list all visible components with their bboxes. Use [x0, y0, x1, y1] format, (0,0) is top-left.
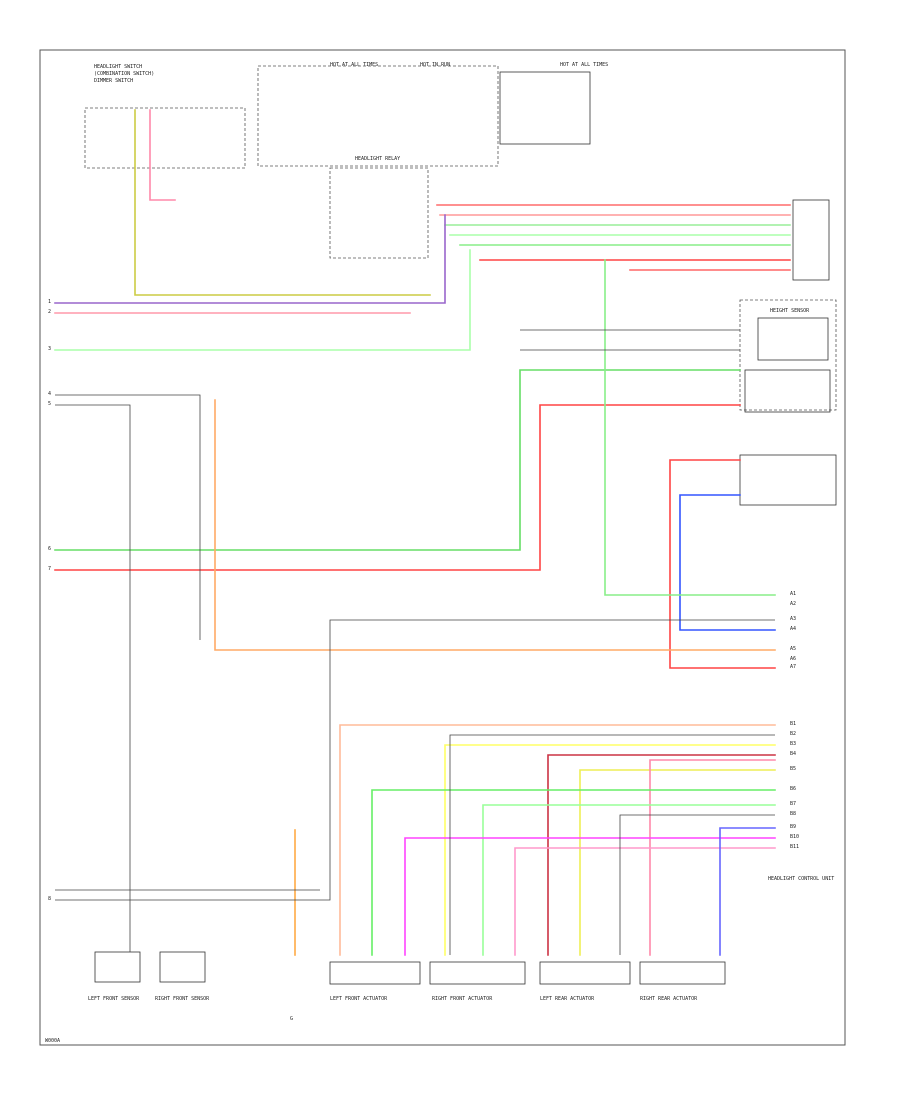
right-pin: B1: [790, 721, 796, 727]
right-pin: A5: [790, 646, 796, 652]
wire-gray-2: [55, 619, 775, 901]
sensor-group-box: [739, 299, 837, 411]
wire-darkred: [547, 754, 776, 956]
sensor-box-2: [744, 369, 831, 413]
wire-gray-5: [619, 814, 775, 955]
left-pin: 7: [48, 566, 51, 572]
height-sensor-box: [757, 317, 829, 361]
footer-code: W000A: [45, 1038, 60, 1044]
actuator-label-4: RIGHT REAR ACTUATOR: [640, 996, 698, 1002]
wire-green-6: [371, 789, 776, 956]
right-pin: B3: [790, 741, 796, 747]
wire-gray-4: [449, 734, 775, 955]
wire-pink-3: [149, 109, 176, 201]
right-pin: B6: [790, 786, 796, 792]
fuse-label-2: HOT IN RUN: [420, 62, 450, 68]
left-pin: 1: [48, 299, 51, 305]
actuator-label-1: LEFT FRONT ACTUATOR: [330, 996, 388, 1002]
title-line-3: DIMMER SWITCH: [94, 78, 133, 84]
right-pin: B5: [790, 766, 796, 772]
fuse-box-right: [499, 71, 591, 145]
actuator-box-4: [639, 961, 726, 985]
right-pin: B4: [790, 751, 796, 757]
wire-red-5: [669, 459, 776, 669]
left-sensor-label: LEFT FRONT SENSOR: [88, 996, 140, 1002]
wire-pink-4: [649, 759, 776, 956]
right-pin: A2: [790, 601, 796, 607]
right-pin: A6: [790, 656, 796, 662]
left-pin: 8: [48, 896, 51, 902]
fuse-box: [257, 65, 499, 167]
headlight-relay-label: HEADLIGHT RELAY: [355, 156, 400, 162]
wire-blue: [679, 494, 776, 631]
wire-green-5: [604, 259, 776, 596]
left-pin: 3: [48, 346, 51, 352]
actuator-label-2: RIGHT FRONT ACTUATOR: [432, 996, 493, 1002]
left-pin: 4: [48, 391, 51, 397]
right-connector-pins: A1 A2 A3 A4 A5 A6 A7 B1 B2 B3 B4 B5 B6 B…: [790, 591, 799, 850]
wire-yellow-1: [134, 109, 431, 296]
title-line-2: (COMBINATION SWITCH): [94, 71, 154, 77]
right-pin: B11: [790, 844, 799, 850]
actuator-box-2: [429, 961, 526, 985]
right-pin: A7: [790, 664, 796, 670]
left-pin: 6: [48, 546, 51, 552]
right-pin: A4: [790, 626, 796, 632]
actuator-box-1: [329, 961, 421, 985]
left-connector-pins: 1 2 3 4 5 6 7 8: [48, 299, 51, 902]
right-pin: B9: [790, 824, 796, 830]
wire-magenta: [404, 837, 776, 956]
wire-lightgreen-3: [54, 249, 471, 351]
switch-box: [84, 107, 246, 169]
wire-lightgreen-4: [482, 804, 776, 956]
switch-box-right: [739, 454, 837, 506]
fuse-label-1: HOT AT ALL TIMES: [330, 62, 378, 68]
right-pin: A3: [790, 616, 796, 622]
right-sensor-label: RIGHT FRONT SENSOR: [155, 996, 210, 1002]
wire-gray-1: [55, 394, 201, 640]
right-pin: B10: [790, 834, 799, 840]
fuse-label-3: HOT AT ALL TIMES: [560, 62, 608, 68]
ground-label: G: [290, 1016, 293, 1022]
right-pin: A1: [790, 591, 796, 597]
wire-gray-6: [520, 329, 740, 351]
diagram-frame: [39, 49, 846, 1046]
relay-box: [329, 167, 429, 259]
connector-right-top: [792, 199, 830, 281]
height-sensor-label: HEIGHT SENSOR: [770, 308, 810, 314]
right-pin: B7: [790, 801, 796, 807]
wire-red-4: [54, 404, 741, 571]
wire-yellow-3: [579, 769, 776, 956]
wire-yellow-2: [444, 744, 776, 956]
wire-green-4: [54, 369, 741, 551]
left-pin: 2: [48, 309, 51, 315]
wire-blue-2: [719, 827, 776, 956]
actuator-label-3: LEFT REAR ACTUATOR: [540, 996, 595, 1002]
wire-orange-1: [214, 399, 776, 651]
right-pin: B2: [790, 731, 796, 737]
wire-purple: [54, 214, 446, 304]
wire-black-1: [55, 404, 131, 952]
right-sensor-box: [159, 951, 206, 983]
right-pin: B8: [790, 811, 796, 817]
actuator-box-3: [539, 961, 631, 985]
left-pin: 5: [48, 401, 51, 407]
wire-peach: [339, 724, 776, 956]
title-line-1: HEADLIGHT SWITCH: [94, 64, 142, 70]
left-sensor-box: [94, 951, 141, 983]
wire-pink-5: [514, 847, 776, 956]
control-unit-label: HEADLIGHT CONTROL UNIT: [768, 876, 834, 882]
